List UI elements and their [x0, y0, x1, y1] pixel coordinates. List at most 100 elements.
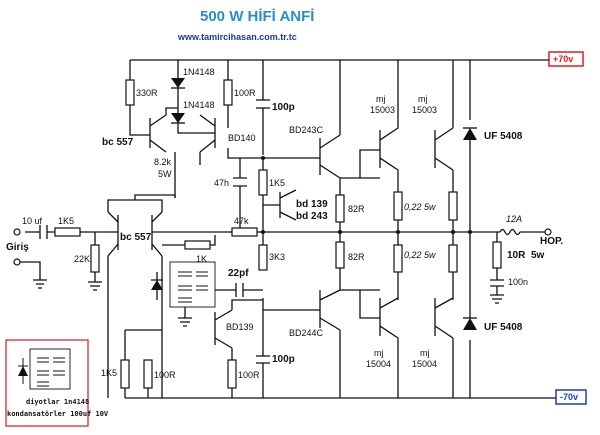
title: 500 W HİFİ ANFİ: [200, 8, 314, 25]
bias-network-box: [169, 261, 216, 308]
net-diode-bar: [151, 272, 163, 300]
speaker-label: HOP.: [540, 236, 563, 247]
legend-capacitors: [37, 357, 65, 387]
uf5408-top-label: UF 5408: [484, 131, 523, 142]
mj15004-wiring: [340, 289, 454, 398]
bc557-top-label: bc 557: [102, 137, 134, 148]
c100p-top-label: 100p: [272, 102, 295, 113]
d2-label: 1N4148: [183, 100, 215, 110]
q-mj15003-b: [434, 127, 454, 171]
legend-line-1: diyotlar 1n4148: [26, 398, 89, 406]
q-bc557-mid-b: [151, 211, 163, 257]
mj15003-a-label-2: 15003: [370, 105, 395, 115]
r82k-label: 8.2k: [154, 157, 172, 167]
speaker-jack-icon: [544, 228, 552, 236]
diode-1-icon: [171, 78, 185, 88]
input-label: Giriş: [6, 242, 29, 253]
bd243c-label: BD243C: [289, 125, 324, 135]
mj15003-b-label-2: 15003: [412, 105, 437, 115]
r1k-resistor: [184, 240, 211, 250]
q-bc557-top-a: [149, 114, 167, 153]
c100p-low: [256, 350, 270, 398]
bd243-label: bd 243: [296, 211, 328, 222]
zobel-wire: [490, 232, 504, 304]
c47h-label: 47h: [214, 178, 229, 188]
fuse-label: 12A: [506, 214, 522, 224]
r1k5-mid-resistor: [258, 169, 268, 196]
neg-rail-label: -70v: [560, 392, 578, 402]
r100r-low-b-resistor: [227, 359, 237, 389]
bd140-label: BD140: [228, 133, 256, 143]
r100r-low-a-resistor: [143, 359, 153, 389]
r22k-label: 22K: [74, 254, 90, 264]
c100n-label: 100n: [508, 277, 528, 287]
pos-rail-label: +70v: [553, 54, 573, 64]
r47k-resistor: [231, 227, 258, 237]
mj15003-a-label-1: mj: [376, 94, 386, 104]
net-ground-icon: [178, 307, 192, 327]
r1k5-low-resistor: [120, 359, 130, 389]
bd139-low-label: BD139: [226, 322, 254, 332]
r3k3-label: 3K3: [269, 252, 285, 262]
r82r-a-label: 82R: [348, 204, 365, 214]
diff-pair-tail: [107, 194, 176, 212]
r100-top-label: 100R: [234, 88, 256, 98]
r100r-low-a-label: 100R: [154, 370, 176, 380]
bd139-label: bd 139: [296, 199, 328, 210]
q-bc557-top-a-base: [129, 128, 150, 136]
r47k-label: 47k: [234, 216, 249, 226]
r1k-label: 1K: [196, 254, 207, 264]
r022-b-wires: [397, 232, 454, 300]
r022-a-wires: [397, 170, 454, 232]
q-mj15004-b: [434, 297, 454, 339]
q-mj15003-a: [379, 127, 399, 171]
c10uf-label: 10 uf: [22, 216, 43, 226]
r22k-resistor: [90, 244, 100, 273]
r82r-b-label: 82R: [348, 252, 365, 262]
website-url: www.tamircihasan.com.tr.tc: [177, 32, 297, 42]
legend-box: [5, 339, 89, 427]
r022-b2-resistor: [448, 244, 458, 273]
r022-a1-resistor: [393, 191, 403, 221]
junction: [261, 230, 265, 234]
q-mj15004-a: [379, 297, 399, 339]
r1k5-in-label: 1K5: [58, 216, 74, 226]
q-top-links: [165, 107, 215, 165]
mj15003-b-label-1: mj: [418, 94, 428, 104]
pos-rail-box: [548, 51, 584, 67]
bd244c-label: BD244C: [289, 328, 324, 338]
ground-jack-icon: [13, 258, 21, 266]
legend-line-2: kondansatörler 100uf 10V: [7, 410, 109, 418]
r82r-b-resistor: [335, 241, 345, 269]
c10uf-plates: [39, 225, 48, 239]
c22pf-plates: [235, 283, 244, 297]
r10r-watt-label: 5w: [531, 250, 545, 261]
r10r-resistor: [492, 241, 502, 269]
neg-rail-box: [555, 389, 587, 405]
legend-network-box: [29, 348, 71, 390]
c22pf-label: 22pf: [228, 268, 249, 279]
legend-diode-bar: [18, 358, 28, 384]
r022-b-label: 0,22 5w: [404, 250, 436, 260]
q-bd139-low-wiring: [231, 299, 263, 398]
r82r-a-resistor: [335, 194, 345, 223]
q-bc557-mid-a: [107, 211, 119, 257]
r022-a2-resistor: [448, 191, 458, 221]
q-bd244c: [263, 289, 341, 398]
c47h-plates: [233, 177, 247, 187]
c100p-top-plates: [256, 99, 270, 109]
r022-b1-resistor: [393, 244, 403, 273]
mj15004-a-label-1: mj: [374, 348, 384, 358]
r10r-label: 10R: [507, 250, 526, 261]
r82k-watt-label: 5W: [158, 169, 172, 179]
r100-top-resistor: [223, 79, 233, 106]
r330-label: 330R: [136, 88, 158, 98]
fuse-icon: [499, 228, 521, 236]
r1k5-mid-label: 1K5: [269, 178, 285, 188]
mj15004-b-label-2: 15004: [412, 359, 437, 369]
input-jack-icon: [13, 228, 21, 236]
mj15004-a-label-2: 15004: [366, 359, 391, 369]
uf5408-top-icon: [463, 128, 477, 140]
